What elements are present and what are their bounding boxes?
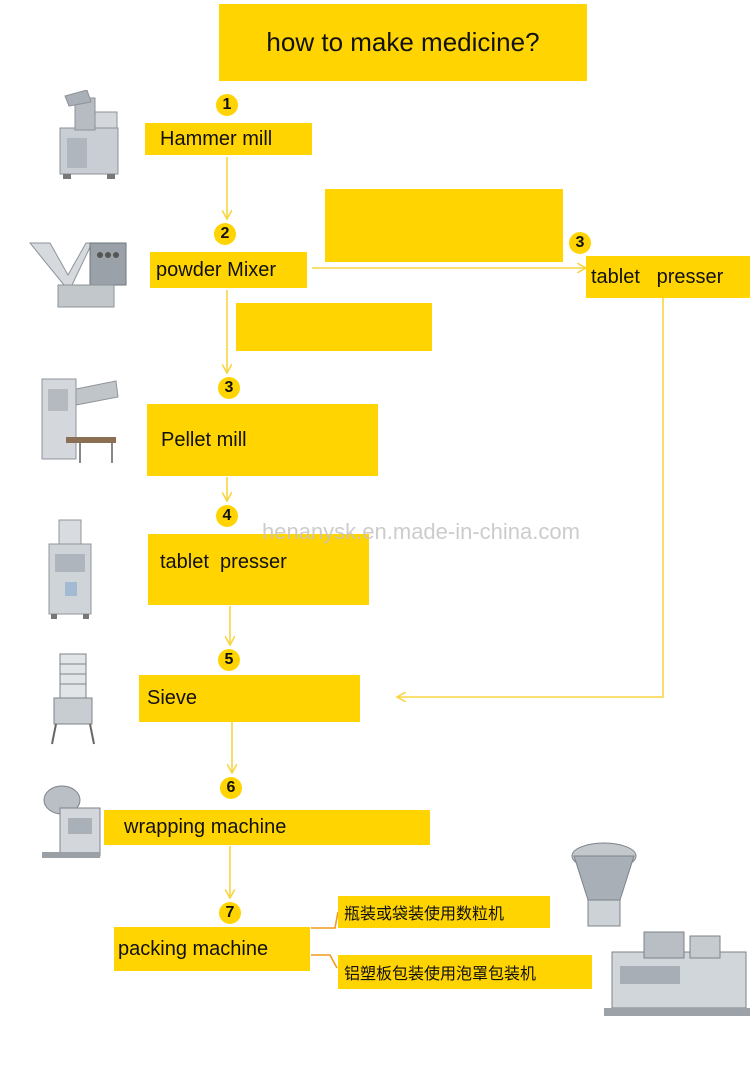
step-box-wrapping-machine: wrapping machine	[104, 810, 430, 845]
blank-note-box	[236, 303, 432, 351]
blister-packing-machine-image	[604, 931, 750, 1016]
packing-option-blister: 铝塑板包装使用泡罩包装机	[338, 955, 592, 989]
hammer-mill-image	[59, 90, 119, 179]
blank-note-box	[325, 189, 563, 262]
step-label: powder Mixer	[156, 258, 277, 281]
step-number-4: 4	[216, 505, 238, 527]
step-box-packing-machine: packing machine	[114, 927, 310, 971]
packing-option-label: 铝塑板包装使用泡罩包装机	[344, 964, 537, 983]
pellet-mill-image	[41, 378, 119, 463]
step-box-pellet-mill: Pellet mill	[147, 404, 378, 476]
wrapping-machine-image	[42, 785, 101, 858]
step-box-sieve: Sieve	[139, 675, 360, 722]
step-label: wrapping machine	[124, 816, 287, 838]
step-box-tablet-presser: tablet presser	[148, 534, 369, 605]
arrow-branch-5	[398, 298, 664, 697]
step-label: packing machine	[118, 937, 269, 960]
powder-mixer-image	[28, 242, 127, 308]
step-number-1: 1	[216, 94, 238, 116]
branch-label: tablet presser	[591, 265, 724, 288]
watermark: henanysk.en.made-in-china.com	[262, 519, 580, 544]
step-box-powder-mixer: powder Mixer	[150, 252, 307, 288]
step-number-5: 5	[218, 649, 240, 671]
counting-machine-image	[571, 842, 637, 927]
step-number-3: 3	[218, 377, 240, 399]
step-number-7: 7	[219, 902, 241, 924]
tablet-presser-image	[48, 519, 92, 619]
step-number-2: 2	[214, 223, 236, 245]
step-label: Hammer mill	[160, 127, 273, 150]
step-label: Pellet mill	[161, 428, 247, 451]
pack-line-bottom	[311, 954, 338, 969]
sieve-image	[51, 653, 95, 745]
step-box-hammer-mill: Hammer mill	[145, 123, 312, 155]
branch-box-tablet-presser: tablet presser	[586, 256, 750, 298]
branch-number-3: 3	[569, 232, 591, 254]
packing-option-label: 瓶装或袋装使用数粒机	[344, 904, 505, 923]
step-label: tablet presser	[160, 551, 287, 573]
step-label: Sieve	[147, 687, 198, 709]
page-title: how to make medicine?	[266, 27, 540, 57]
pack-line-top	[311, 911, 339, 929]
step-number-6: 6	[220, 777, 242, 799]
packing-option-counting: 瓶装或袋装使用数粒机	[338, 896, 550, 928]
title-box: how to make medicine?	[219, 4, 587, 81]
